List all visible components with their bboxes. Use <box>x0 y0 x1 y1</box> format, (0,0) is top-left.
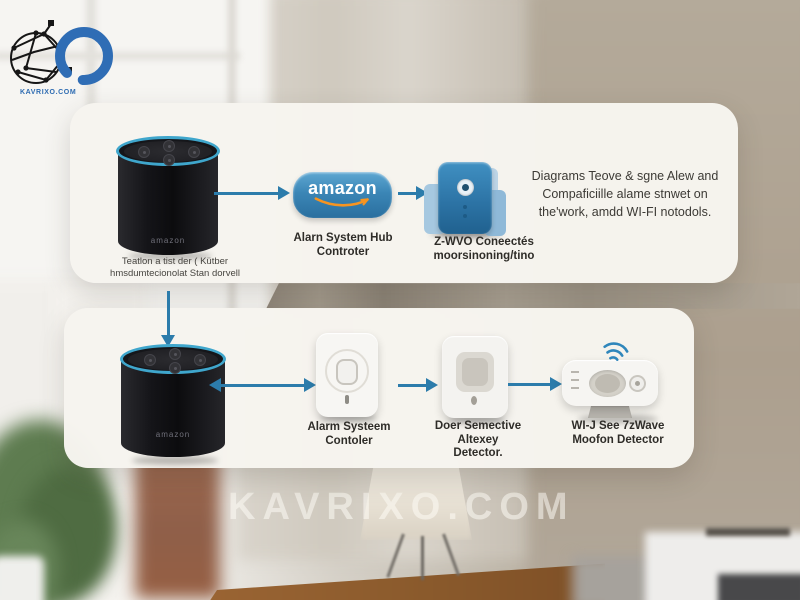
device-shadow <box>430 230 502 238</box>
arrow-right-icon <box>508 383 552 386</box>
kavrixo-logo-icon <box>4 12 124 104</box>
door-sensor-lens-inner-icon <box>462 358 488 386</box>
echo-speaker-top <box>118 151 218 255</box>
motion-detector-vent-icon <box>571 371 579 373</box>
echo-button-icon <box>194 354 206 366</box>
dark-object <box>718 574 800 600</box>
arrow-down-icon <box>167 291 170 337</box>
shelf-edge <box>706 528 790 536</box>
echo-speaker-bottom <box>121 359 225 457</box>
device-shadow <box>132 456 218 465</box>
zwave-led-icon <box>463 205 467 209</box>
window-frame-line <box>0 52 240 60</box>
alarm-controller-ring-icon <box>325 349 369 393</box>
arrow-right-head-icon <box>278 186 290 200</box>
echo-button-icon <box>138 146 150 158</box>
echo-button-icon <box>163 140 175 152</box>
zwave-device <box>438 162 492 234</box>
echo-button-icon <box>163 154 175 166</box>
motion-detector-vent-icon <box>571 379 579 381</box>
alarm-controller-button-icon <box>336 359 358 385</box>
watermark-text: KAVRIXO.COM <box>228 486 575 528</box>
device-shadow <box>320 414 376 421</box>
plant-pot <box>0 556 44 600</box>
zwave-caption: Z-WVO Coneectés moorsinoning/tino <box>433 236 535 262</box>
zwave-sensor-eye-icon <box>457 179 474 196</box>
wifi-signal-icon <box>598 340 632 367</box>
motion-detector-stand <box>588 404 632 418</box>
door-sensor-caption: Doer Semective Altexey Detector. <box>434 420 522 459</box>
amazon-wordmark: amazon <box>308 178 377 198</box>
arrow-right-head-icon <box>304 378 316 392</box>
arrow-right-icon <box>214 192 280 195</box>
echo-brand-label: amazon <box>150 236 186 245</box>
echo-caption: Teatlon a tist der ( Kütber hmsdumtecion… <box>110 256 240 279</box>
arrow-right-icon <box>398 384 426 387</box>
device-shadow <box>578 415 658 423</box>
motion-detector-lens-icon <box>589 370 626 397</box>
echo-button-icon <box>169 348 181 360</box>
alarm-controller-slot-icon <box>345 395 349 404</box>
echo-button-icon <box>188 146 200 158</box>
kavrixo-logo-text: KAVRIXO.COM <box>20 89 77 96</box>
arrow-left-head-icon <box>209 378 221 392</box>
arrow-bidirectional-icon <box>221 384 306 387</box>
lamp-leg <box>421 536 424 580</box>
amazon-hub-badge: amazon <box>293 172 392 218</box>
door-sensor-led-icon <box>471 396 477 405</box>
echo-button-icon <box>169 362 181 374</box>
hub-caption: Alarn System Hub Controter <box>293 232 393 258</box>
arrow-right-icon <box>398 192 418 195</box>
device-shadow <box>448 416 504 423</box>
wall-band-between-panels <box>266 283 800 309</box>
motion-detector-button-icon <box>629 375 646 392</box>
controller-caption: Alarm Systeem Contoler <box>307 421 391 447</box>
echo-brand-label: amazon <box>155 430 191 439</box>
motion-detector-caption: WI-J See 7zWave Moofon Detector <box>571 420 665 446</box>
arrow-right-head-icon <box>550 377 562 391</box>
lamp-shade <box>360 460 472 540</box>
echo-button-icon <box>144 354 156 366</box>
zwave-led-icon <box>463 214 467 218</box>
motion-detector-vent-icon <box>571 387 579 389</box>
device-shadow <box>128 252 212 260</box>
amazon-smile-icon <box>314 197 369 207</box>
arrow-right-head-icon <box>426 378 438 392</box>
description-text: Diagrams Teove & sgne Alew and Compafici… <box>531 169 719 219</box>
